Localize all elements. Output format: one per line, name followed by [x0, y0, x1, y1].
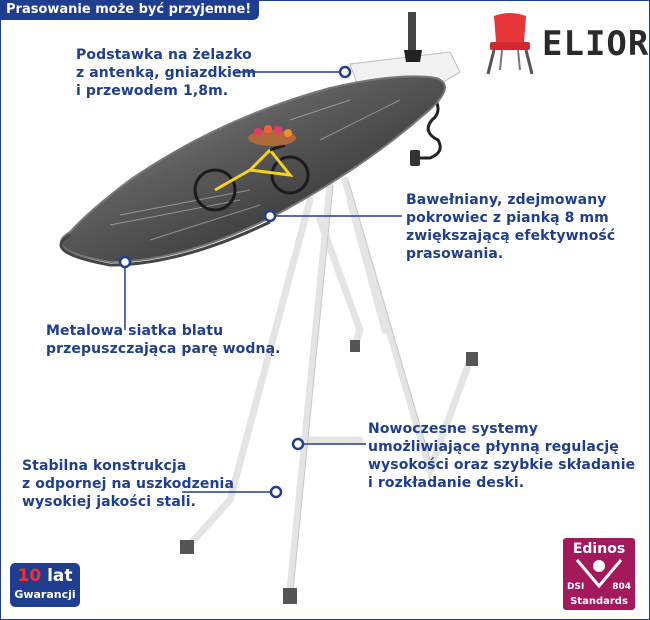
callout-cover: Bawełniany, zdejmowany pokrowiec z piank…: [406, 191, 615, 263]
certificate-top: Edinos: [572, 541, 626, 557]
chair-icon: [486, 13, 534, 75]
power-cord: [418, 91, 442, 160]
certificate-right: 804: [612, 582, 631, 592]
leg-foot: [180, 540, 194, 554]
callout-line: prasowania.: [406, 246, 504, 262]
callout-line: wysokości oraz szybkie składanie: [368, 457, 636, 473]
callout-line: przepuszczająca parę wodną.: [46, 341, 281, 357]
callout-markers: [118, 65, 352, 499]
warranty-years-number: 10: [17, 566, 42, 586]
certificate-emblem-icon: [575, 559, 623, 588]
callout-line: z odpornej na uszkodzenia: [22, 476, 235, 492]
certificate-left: DSI: [567, 582, 585, 592]
warranty-label: Gwarancji: [14, 588, 76, 601]
callout-mesh: Metalowa siatka blatu przepuszczająca pa…: [46, 322, 281, 358]
board-legs: [181, 176, 474, 594]
leg-foot: [350, 340, 360, 352]
bicycle-print: [193, 125, 310, 212]
callout-line: zwiększającą efektywność: [406, 228, 616, 244]
callout-leaders: [124, 71, 402, 493]
warranty-years-word: lat: [47, 566, 73, 586]
page-title: Prasowanie może być przyjemne!: [0, 0, 260, 20]
callout-line: Stabilna konstrukcja: [22, 458, 187, 474]
brand-name: ELIOR: [542, 24, 650, 64]
brand-logo: ELIOR: [480, 10, 648, 76]
callout-line: pokrowiec z pianką 8 mm: [406, 210, 609, 226]
callout-line: i rozkładanie deski.: [368, 475, 525, 491]
callout-frame: Stabilna konstrukcja z odpornej na uszko…: [22, 457, 234, 511]
certificate-bottom: Standards: [570, 596, 628, 607]
callout-line: umożliwiające płynną regulację: [368, 439, 619, 455]
callout-iron-rest: Podstawka na żelazko z antenką, gniazdki…: [76, 46, 256, 100]
callout-line: wysokiej jakości stali.: [22, 494, 197, 510]
plug-icon: [410, 150, 420, 166]
leg-foot: [466, 352, 478, 366]
callout-height: Nowoczesne systemy umożliwiające płynną …: [368, 420, 635, 492]
callout-line: i przewodem 1,8m.: [76, 83, 229, 99]
warranty-badge: 10 lat Gwarancji: [10, 563, 80, 607]
callout-line: Bawełniany, zdejmowany: [406, 192, 607, 208]
callout-line: z antenką, gniazdkiem: [76, 65, 257, 81]
callout-line: Podstawka na żelazko: [76, 47, 252, 63]
warranty-years: 10 lat: [10, 565, 80, 587]
callout-line: Metalowa siatka blatu: [46, 323, 224, 339]
callout-line: Nowoczesne systemy: [368, 421, 538, 437]
leg-foot: [283, 588, 297, 604]
certificate-badge: Edinos DSI 804 Standards: [563, 538, 635, 610]
cord-antenna: [408, 12, 416, 52]
